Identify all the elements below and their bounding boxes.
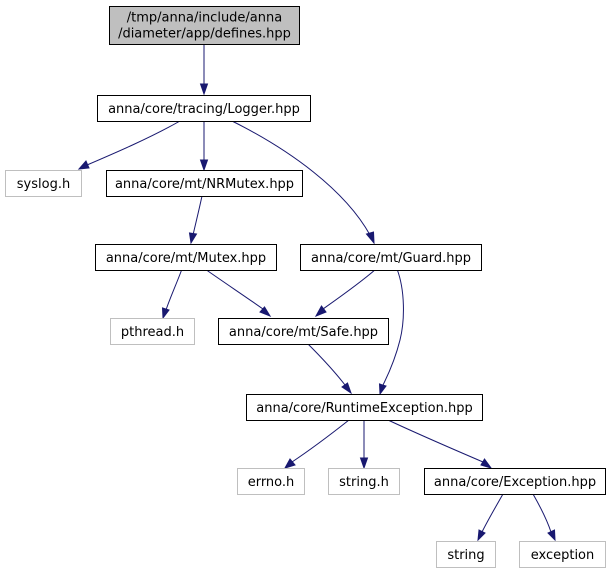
node-string[interactable]: string <box>436 541 496 568</box>
edge-mutex-safe <box>204 268 272 318</box>
node-nrmutex-hpp[interactable]: anna/core/mt/NRMutex.hpp <box>106 170 303 197</box>
node-safe-label: anna/core/mt/Safe.hpp <box>229 325 378 340</box>
node-defines-line1: /tmp/anna/include/anna <box>127 11 282 26</box>
edge-guard-runtime <box>378 268 404 396</box>
node-stringh-label: string.h <box>339 475 389 490</box>
edge-runtime-exceptionhpp <box>387 419 493 469</box>
node-exception-label: exception <box>531 548 595 563</box>
node-defines-hpp[interactable]: /tmp/anna/include/anna /diameter/app/def… <box>109 6 300 45</box>
node-pthread-h[interactable]: pthread.h <box>110 318 195 345</box>
node-mutex-hpp[interactable]: anna/core/mt/Mutex.hpp <box>95 244 277 271</box>
edge-mutex-pthread <box>161 268 183 320</box>
node-exception-hpp[interactable]: anna/core/Exception.hpp <box>424 468 606 495</box>
node-runtime-label: anna/core/RuntimeException.hpp <box>256 401 472 416</box>
node-safe-hpp[interactable]: anna/core/mt/Safe.hpp <box>218 318 389 345</box>
node-string-label: string <box>447 548 484 563</box>
node-guard-label: anna/core/mt/Guard.hpp <box>311 251 471 266</box>
edge-runtime-errno <box>283 419 350 469</box>
node-syslog-label: syslog.h <box>17 177 70 192</box>
node-logger-hpp[interactable]: anna/core/tracing/Logger.hpp <box>97 95 311 122</box>
node-guard-hpp[interactable]: anna/core/mt/Guard.hpp <box>300 244 482 271</box>
edge-exceptionhpp-string <box>477 493 504 542</box>
node-string-h[interactable]: string.h <box>328 468 400 495</box>
node-defines-line2: /diameter/app/defines.hpp <box>118 27 291 42</box>
edge-logger-nrmutex <box>199 121 209 172</box>
node-exception[interactable]: exception <box>519 541 606 568</box>
node-exceptionhpp-label: anna/core/Exception.hpp <box>434 475 596 490</box>
node-runtime-exception-hpp[interactable]: anna/core/RuntimeException.hpp <box>246 394 483 421</box>
node-pthread-label: pthread.h <box>121 325 184 340</box>
edge-logger-guard <box>231 120 375 245</box>
edge-guard-safe <box>314 268 377 317</box>
edge-defines-logger <box>199 45 209 96</box>
edge-exceptionhpp-exception <box>532 493 556 542</box>
node-syslog-h[interactable]: syslog.h <box>5 170 82 197</box>
node-mutex-label: anna/core/mt/Mutex.hpp <box>106 251 266 266</box>
edge-nrmutex-mutex <box>188 195 203 245</box>
node-logger-label: anna/core/tracing/Logger.hpp <box>108 102 300 117</box>
edge-safe-runtime <box>307 343 352 395</box>
edge-runtime-stringh <box>359 420 369 470</box>
node-nrmutex-label: anna/core/mt/NRMutex.hpp <box>115 177 294 192</box>
edge-logger-syslog <box>77 120 181 170</box>
node-errno-label: errno.h <box>248 475 295 490</box>
node-errno-h[interactable]: errno.h <box>237 468 305 495</box>
